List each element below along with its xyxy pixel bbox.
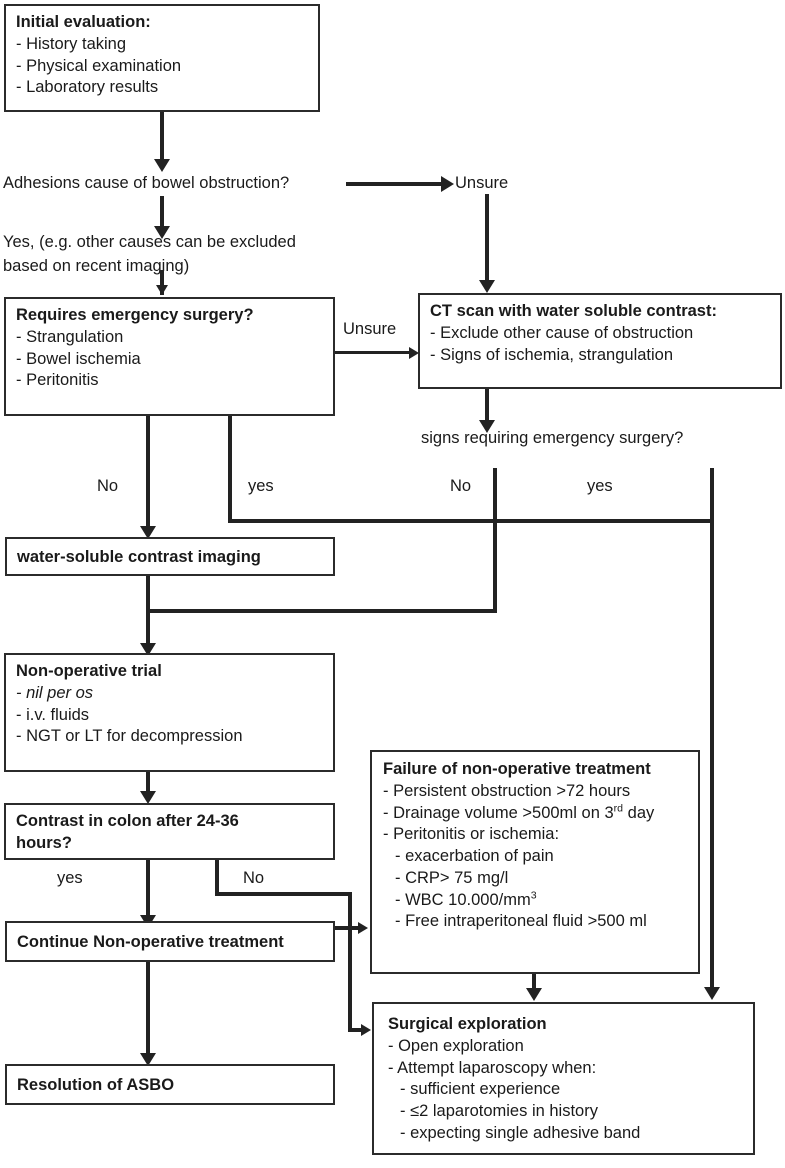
edge-ct-no-down [493, 468, 497, 613]
node-resolution: Resolution of ASBO [5, 1064, 335, 1105]
arrowhead-yes-to-requires-surgery [156, 285, 168, 295]
edge-bus-emergency-yes [228, 519, 714, 523]
node-initial-evaluation-item-0: - History taking [16, 34, 127, 53]
edge-label-unsure-top: Unsure [455, 174, 509, 192]
edge-label-unsure-mid: Unsure [343, 320, 397, 338]
node-contrast-in-colon-line1: Contrast in colon after 24-36 [16, 812, 239, 830]
node-ct-scan: CT scan with water soluble contrast: - E… [418, 293, 782, 389]
arrowhead-to-surgical-box [361, 1024, 371, 1036]
node-failure-item-0: - Persistent obstruction >72 hours [383, 781, 631, 800]
edge-ct-no-merge [146, 609, 495, 613]
arrowhead-nonop-to-contrast [140, 791, 156, 804]
node-adhesions-yes-line2: based on recent imaging) [3, 257, 190, 275]
node-requires-emergency-surgery-item-2: - Peritonitis [16, 371, 99, 390]
edge-ct-yes-down [710, 468, 714, 990]
node-non-operative-trial-item-1: - i.v. fluids [16, 705, 90, 724]
node-failure-item-3: - exacerbation of pain [395, 847, 554, 866]
arrowhead-continue-to-resolution [140, 1053, 156, 1066]
node-failure-non-operative: Failure of non-operative treatment - Per… [370, 750, 700, 974]
edge-requires-no-down [146, 416, 150, 529]
edge-failure-to-surgical [532, 974, 536, 992]
node-non-operative-trial-title: Non-operative trial [16, 662, 162, 680]
node-failure-item-1-tail: day [623, 803, 655, 822]
edge-label-no-ct: No [450, 477, 472, 495]
node-resolution-title: Resolution of ASBO [17, 1076, 175, 1094]
edge-contrast-yes-down [146, 860, 150, 920]
arrowhead-ct-yes-to-surgical [704, 987, 720, 1000]
node-initial-evaluation: Initial evaluation: - History taking - P… [4, 4, 320, 112]
edge-requires-yes-down [228, 416, 232, 523]
arrowhead-initial-to-adhesions [154, 159, 170, 172]
edge-adhesions-to-yes [160, 196, 164, 228]
edge-ct-to-ct-question [485, 389, 489, 423]
edge-label-yes-contrast: yes [57, 869, 83, 887]
edge-yes-to-requires-surgery [160, 270, 164, 295]
node-contrast-in-colon: Contrast in colon after 24-36 hours? [4, 803, 335, 860]
edge-initial-to-adhesions [160, 112, 164, 162]
node-ct-scan-item-0: - Exclude other cause of obstruction [430, 323, 694, 342]
arrowhead-adhesions-to-yes [154, 226, 170, 239]
node-surgical-exploration: Surgical exploration - Open exploration … [372, 1002, 755, 1155]
arrowhead-requires-no-to-imaging [140, 526, 156, 539]
edge-contrast-no-rail [348, 892, 352, 1032]
edge-adhesions-to-unsure [346, 182, 444, 186]
node-requires-emergency-surgery-title: Requires emergency surgery? [16, 306, 254, 324]
edge-contrast-no-down [215, 860, 219, 894]
node-surgical-item-4: - expecting single adhesive band [400, 1123, 641, 1142]
arrowhead-adhesions-to-unsure [441, 176, 454, 192]
node-non-operative-trial-item-2: - NGT or LT for decompression [16, 727, 243, 746]
arrowhead-imaging-to-nonop [140, 643, 156, 656]
node-ct-scan-title: CT scan with water soluble contrast: [430, 302, 717, 320]
node-adhesions-question: Adhesions cause of bowel obstruction? [3, 174, 290, 192]
node-failure-item-1: - Drainage volume >500ml on 3rd day [383, 803, 687, 825]
node-water-soluble-imaging-title: water-soluble contrast imaging [17, 548, 261, 566]
node-failure-item-1-text: - Drainage volume >500ml on 3 [383, 803, 614, 822]
node-failure-item-5-sup: 3 [530, 889, 537, 902]
node-requires-emergency-surgery-item-1: - Bowel ischemia [16, 349, 141, 368]
edge-label-no-emergency: No [97, 477, 119, 495]
arrowhead-requires-to-ct [409, 347, 419, 359]
arrowhead-unsure-to-ct [479, 280, 495, 293]
node-surgical-title: Surgical exploration [388, 1015, 547, 1033]
edge-requires-to-ct [335, 351, 413, 354]
node-ct-scan-item-1: - Signs of ischemia, strangulation [430, 345, 674, 364]
node-surgical-item-3: - ≤2 laparotomies in history [400, 1102, 598, 1121]
arrowhead-ct-to-ct-question [479, 420, 495, 433]
edge-label-no-contrast: No [243, 869, 265, 887]
node-continue-non-operative: Continue Non-operative treatment [5, 921, 335, 962]
edge-label-yes-emergency: yes [248, 477, 274, 495]
edge-to-surgical-box [348, 1028, 366, 1032]
node-failure-title: Failure of non-operative treatment [383, 760, 651, 778]
node-non-operative-trial: Non-operative trial - nil per os - i.v. … [4, 653, 335, 772]
node-failure-item-6: - Free intraperitoneal fluid >500 ml [395, 912, 647, 931]
node-requires-emergency-surgery: Requires emergency surgery? - Strangulat… [4, 297, 335, 416]
node-failure-item-4: - CRP> 75 mg/l [395, 868, 509, 887]
edge-contrast-no-right [215, 892, 351, 896]
node-water-soluble-imaging: water-soluble contrast imaging [5, 537, 335, 576]
node-contrast-in-colon-line2: hours? [16, 833, 72, 852]
edge-nonop-to-contrast [146, 772, 150, 796]
arrowhead-to-failure-box [358, 922, 368, 934]
edge-unsure-to-ct [485, 194, 489, 282]
edge-label-yes-ct: yes [587, 477, 613, 495]
edge-to-failure-box [330, 926, 362, 930]
node-adhesions-yes-line1: Yes, (e.g. other causes can be excluded [3, 233, 296, 251]
node-surgical-item-1: - Attempt laparoscopy when: [388, 1058, 597, 1077]
arrowhead-failure-to-surgical [526, 988, 542, 1001]
node-failure-item-2: - Peritonitis or ischemia: [383, 825, 560, 844]
node-non-operative-trial-item-0: - nil per os [16, 683, 94, 702]
node-failure-item-5-text: - WBC 10.000/mm [395, 890, 531, 909]
node-ct-question: signs requiring emergency surgery? [421, 429, 684, 447]
node-surgical-item-2: - sufficient experience [400, 1080, 561, 1099]
node-initial-evaluation-item-2: - Laboratory results [16, 78, 159, 97]
node-initial-evaluation-item-1: - Physical examination [16, 56, 182, 75]
node-initial-evaluation-title: Initial evaluation: [16, 13, 151, 31]
node-failure-item-1-sup: rd [613, 802, 624, 815]
node-failure-item-5: - WBC 10.000/mm3 [383, 890, 687, 912]
node-continue-non-operative-title: Continue Non-operative treatment [17, 933, 284, 951]
node-requires-emergency-surgery-item-0: - Strangulation [16, 327, 124, 346]
edge-continue-to-resolution [146, 962, 150, 1058]
node-surgical-item-0: - Open exploration [388, 1036, 524, 1055]
